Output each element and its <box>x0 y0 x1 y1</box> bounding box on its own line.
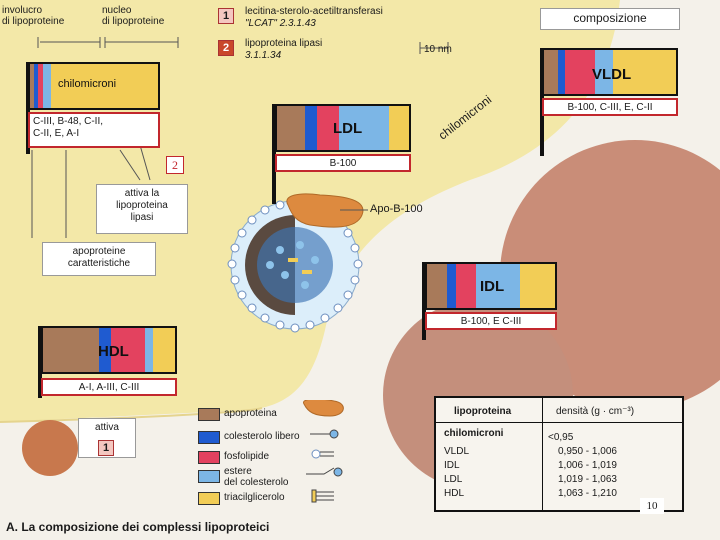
enzyme1-name: lecitina-sterolo-acetiltransferasi <box>245 6 383 17</box>
table-row-name-3: LDL <box>444 474 463 485</box>
table-row-value-1: 0,950 - 1,006 <box>558 446 617 457</box>
vldl-apoproteins: B-100, C-III, E, C-II <box>542 98 678 116</box>
legend-swatch-2 <box>198 451 220 464</box>
cholesterol-glyph-icon <box>310 429 339 439</box>
ldl-flag <box>275 104 411 152</box>
enzyme2-sub: 3.1.1.34 <box>245 50 282 61</box>
table-row-name-4: HDL <box>444 488 465 499</box>
table-row-value-0: <0,95 <box>548 432 574 443</box>
chylo-apoproteins: C-III, B-48, C-II, C-II, E, A-I <box>28 112 160 148</box>
hdl-apoproteins: A-I, A-III, C-III <box>41 378 177 396</box>
chylo-flag <box>28 62 160 110</box>
legend-glyphs <box>303 400 344 503</box>
table-row-value-2: 1,006 - 1,019 <box>558 460 617 471</box>
enzyme1-sub: "LCAT" 2.3.1.43 <box>245 18 316 29</box>
table-row-name-2: IDL <box>444 460 460 471</box>
legend-label-0: apoproteina <box>224 408 277 419</box>
composition-callout: composizione <box>540 8 680 30</box>
activates-number: 1 <box>98 440 114 456</box>
idl-flag-pole <box>422 262 426 340</box>
enzyme2-name: lipoproteina lipasi <box>245 38 323 49</box>
table-row-name-1: VLDL <box>444 446 470 457</box>
table-row-value-3: 1,019 - 1,063 <box>558 474 617 485</box>
table-row-value-4: 1,063 - 1,210 <box>558 488 617 499</box>
legend-swatch-0 <box>198 408 220 421</box>
triacylglycerol-glyph-icon <box>311 489 334 503</box>
idl-flag-label: IDL <box>480 278 505 295</box>
table-row-name-0: chilomicroni <box>444 428 504 439</box>
ldl-flag-pole <box>272 104 276 204</box>
apo-b100-label: Apo-B-100 <box>370 203 423 215</box>
ldl-flag-label: LDL <box>333 120 363 137</box>
page-number: 10 <box>640 498 664 514</box>
legend-label-2: fosfolipide <box>224 451 270 462</box>
hdl-flag-label: HDL <box>98 343 129 360</box>
vldl-flag-label: VLDL <box>592 66 632 83</box>
figure-caption: A. La composizione dei complessi lipopro… <box>6 520 270 534</box>
lipoprotein-particle-illustration <box>227 193 364 333</box>
density-table-col1: lipoproteina <box>454 406 512 417</box>
legend-label-1: colesterolo libero <box>224 431 300 442</box>
legend-swatch-1 <box>198 431 220 444</box>
envelope-label: involucro di lipoproteine <box>2 5 65 27</box>
hdl-sphere <box>22 420 78 476</box>
legend-swatch-3 <box>198 470 220 483</box>
hdl-flag-pole <box>38 326 42 398</box>
phospholipid-glyph-icon <box>311 449 334 459</box>
legend-label-3: estere del colesterolo <box>224 466 289 488</box>
characteristic-apos-callout: apoproteine caratteristiche <box>42 242 156 276</box>
idl-flag <box>425 262 557 310</box>
idl-apoproteins: B-100, E C-III <box>425 312 557 330</box>
density-table-rule <box>436 422 682 423</box>
marker-2: 2 <box>166 156 184 174</box>
activates-label: attiva <box>95 422 119 433</box>
ldl-apoproteins: B-100 <box>275 154 411 172</box>
enzyme1-number: 1 <box>218 8 234 24</box>
scale-bar-label: 10 nm <box>424 44 452 55</box>
enzyme2-number: 2 <box>218 40 234 56</box>
legend-swatch-4 <box>198 492 220 505</box>
activates-lipase-callout: attiva la lipoproteina lipasi <box>96 184 188 234</box>
vldl-flag <box>542 48 678 96</box>
density-table-divider <box>542 398 543 510</box>
hdl-flag <box>41 326 177 374</box>
density-table-col2: densità (g · cm⁻³) <box>556 406 635 417</box>
apoprotein-glyph-icon <box>303 400 344 417</box>
chylo-flag-label: chilomicroni <box>58 78 117 90</box>
core-label: nucleo di lipoproteine <box>102 5 165 27</box>
density-table: lipoproteina densità (g · cm⁻³) chilomic… <box>434 396 684 512</box>
legend-label-4: triacilglicerolo <box>224 492 285 503</box>
cholesterol-ester-glyph-icon <box>306 467 343 477</box>
